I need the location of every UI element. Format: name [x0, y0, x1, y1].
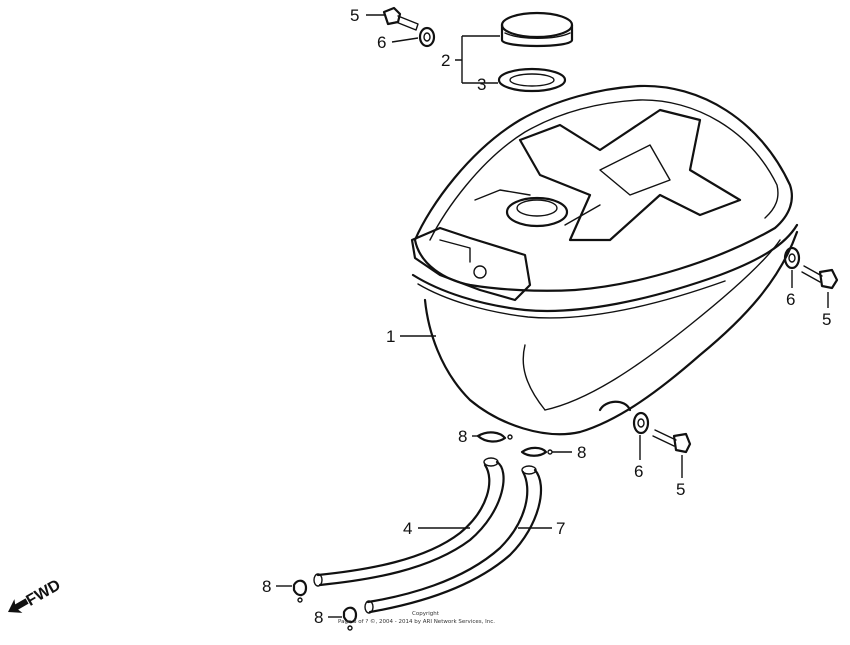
fuel-hose-4	[313, 457, 505, 587]
fwd-label: FWD	[24, 577, 64, 610]
cap-gasket	[497, 67, 567, 93]
bolt-top	[382, 6, 419, 31]
callout-3-cap-gasket: 3	[477, 75, 486, 94]
callout-4-fuel-hose: 4	[403, 519, 412, 538]
fuel-cap	[500, 11, 574, 48]
fuel-hose-7	[364, 465, 543, 614]
callout-1-fuel-tank: 1	[386, 327, 395, 346]
callout-6-top-washer: 6	[377, 33, 386, 52]
callout-5-right-bolt: 5	[822, 310, 831, 329]
callout-8-clip-lower-2: 8	[314, 608, 323, 627]
bolt-right	[801, 265, 839, 290]
callout-8-clip-upper-right: 8	[577, 443, 586, 462]
hose-clip-upper-left	[476, 431, 513, 443]
callout-7-fuel-hose: 7	[556, 519, 565, 538]
leader-lines	[276, 14, 829, 618]
copyright-line-2: Page 3 of ? ©, 2004 - 2014 by ARI Networ…	[338, 618, 495, 625]
callout-5-top-bolt: 5	[350, 6, 359, 25]
callout-8-clip-upper-left: 8	[458, 427, 467, 446]
washer-lower	[632, 411, 650, 435]
hose-clip-lower-2	[342, 606, 358, 631]
bolt-lower	[652, 429, 692, 454]
arrow-left-icon	[8, 598, 29, 613]
washer-right	[783, 246, 801, 270]
callout-8-clip-lower-1: 8	[262, 577, 271, 596]
fuel-tank	[410, 84, 799, 436]
hose-clip-upper-right	[520, 446, 553, 457]
callout-2-fuel-cap: 2	[441, 51, 450, 70]
callout-5-lower-bolt: 5	[676, 480, 685, 499]
washer-top	[418, 26, 436, 48]
copyright-line-1: Copyright	[412, 611, 440, 617]
callout-6-right-washer: 6	[786, 290, 795, 309]
fwd-arrow: FWD	[8, 577, 64, 613]
hose-clip-lower-1	[292, 579, 308, 603]
callout-6-lower-washer: 6	[634, 462, 643, 481]
